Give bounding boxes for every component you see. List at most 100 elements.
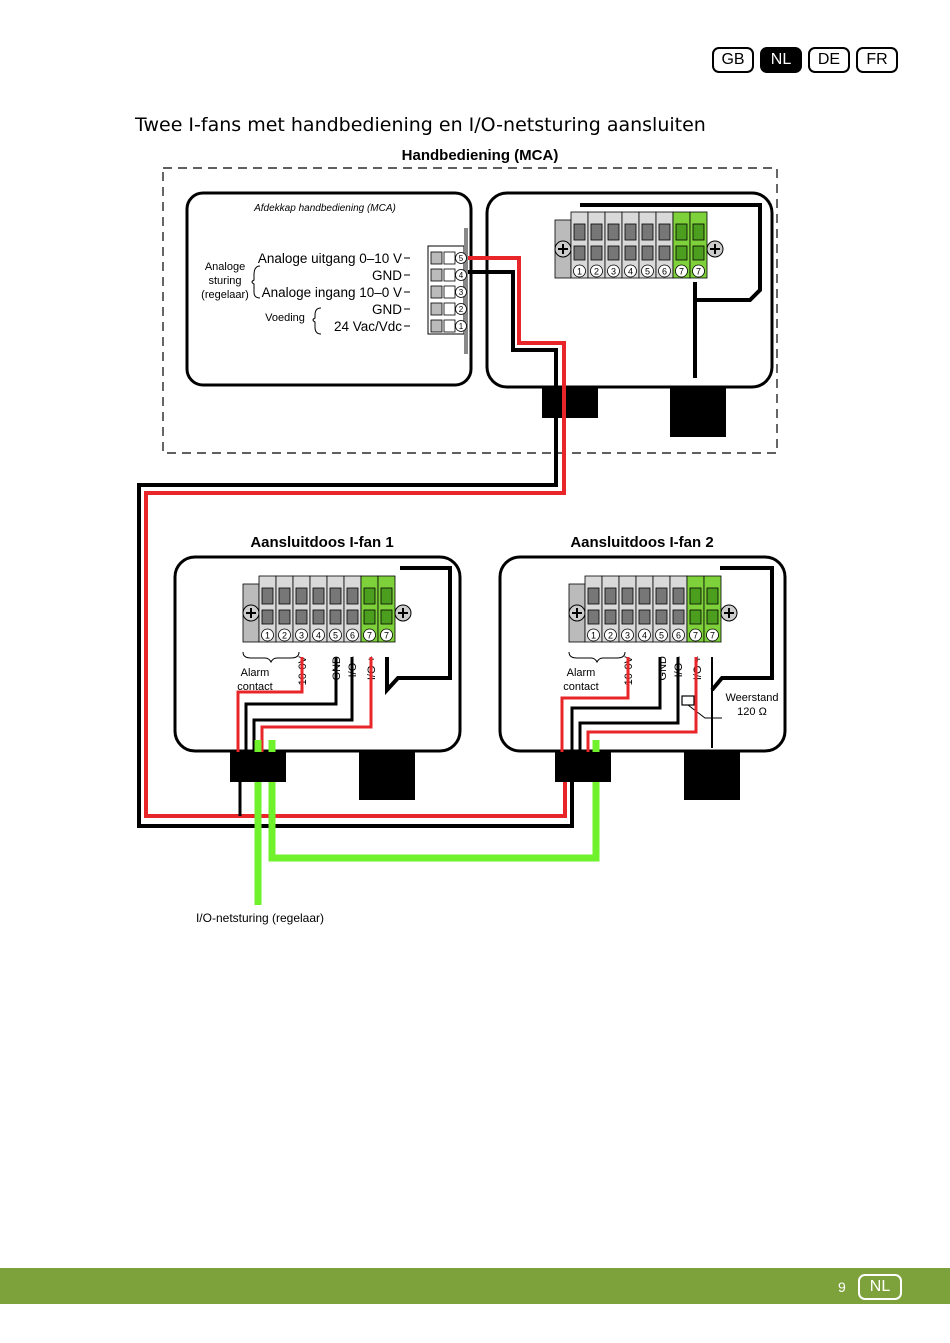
- mca-brace-analog: [251, 265, 261, 299]
- terminal-number-bg: [346, 628, 359, 642]
- footer-lang-tab[interactable]: NL: [858, 1274, 902, 1300]
- terminal-number: 7: [693, 631, 698, 641]
- terminal-screw: [658, 223, 671, 241]
- fan2-title: Aansluitdoos I-fan 2: [570, 534, 713, 551]
- terminal-number-bg: [689, 628, 702, 642]
- terminal-number-bg: [655, 628, 668, 642]
- lang-tab-fr[interactable]: FR: [856, 47, 898, 73]
- page-number: 9: [838, 1279, 846, 1295]
- fan1-alarm-brace: [242, 651, 300, 664]
- terminal-clamp: [624, 245, 637, 261]
- mca-terminal-number: 3: [459, 288, 464, 297]
- mca-cable-gland-left: [542, 388, 598, 418]
- resistor-icon: [681, 695, 695, 706]
- terminal-number-bg: [607, 264, 620, 278]
- terminal-clamp: [641, 245, 654, 261]
- terminal-number: 1: [265, 631, 270, 641]
- terminal-number: 4: [642, 631, 647, 641]
- mca-terminal-number-bg: [455, 320, 467, 332]
- terminal-number-bg: [312, 628, 325, 642]
- ground-screw-icon: [720, 604, 738, 622]
- terminal-number-bg: [380, 628, 393, 642]
- terminal-screw: [278, 587, 291, 605]
- mca-terminal-label: 24 Vac/Vdc: [334, 319, 402, 334]
- terminal-clamp: [329, 609, 342, 625]
- resistor-label-1: Weerstand: [726, 692, 779, 704]
- terminal-number-bg: [638, 628, 651, 642]
- fan1-alarm-label-2: contact: [237, 681, 272, 693]
- mca-terminal-number: 1: [459, 322, 464, 331]
- terminal-clamp: [658, 245, 671, 261]
- terminal-screw: [380, 587, 393, 605]
- terminal-number: 4: [628, 267, 633, 277]
- terminal-number: 3: [299, 631, 304, 641]
- resistor-label-2: 120 Ω: [737, 706, 767, 718]
- mca-title: Handbediening (MCA): [402, 147, 559, 164]
- mca-cable-gland-right: [670, 388, 726, 437]
- mca-terminal-slot: [430, 268, 443, 282]
- mca-dashed-border: [162, 167, 778, 454]
- terminal-screw: [655, 587, 668, 605]
- terminal-number-bg: [329, 628, 342, 642]
- mca-cover-label: Afdekkap handbediening (MCA): [253, 203, 396, 214]
- terminal-clamp: [312, 609, 325, 625]
- fan1-cable-gland-left: [230, 752, 286, 782]
- terminal-clamp: [655, 609, 668, 625]
- terminal-number: 2: [608, 631, 613, 641]
- lang-tab-gb[interactable]: GB: [712, 47, 754, 73]
- terminal-clamp: [604, 609, 617, 625]
- mca-terminal-screw: [443, 268, 456, 282]
- terminal-number: 1: [577, 267, 582, 277]
- terminal-screw: [638, 587, 651, 605]
- terminal-clamp: [380, 609, 393, 625]
- mca-brace-supply: [312, 307, 322, 335]
- mca-group-analog-1: Analoge: [205, 261, 245, 273]
- terminal-number-bg: [641, 264, 654, 278]
- fan1-cable-gland-right: [359, 752, 415, 800]
- terminal-screw: [621, 587, 634, 605]
- terminal-number: 2: [282, 631, 287, 641]
- terminal-clamp: [346, 609, 359, 625]
- mca-terminal-number-bg: [455, 286, 467, 298]
- lang-tab-de[interactable]: DE: [808, 47, 850, 73]
- terminal-number: 7: [710, 631, 715, 641]
- terminal-number: 5: [659, 631, 664, 641]
- terminal-screw: [604, 587, 617, 605]
- screw-icon: [554, 240, 572, 258]
- mca-terminal-screw: [443, 319, 456, 333]
- terminal-number-bg: [624, 264, 637, 278]
- terminal-screw: [675, 223, 688, 241]
- page-heading: Twee I-fans met handbediening en I/O-net…: [135, 114, 706, 136]
- mca-terminal-number-bg: [455, 269, 467, 281]
- wires: [137, 203, 774, 905]
- terminal-screw: [312, 587, 325, 605]
- terminal-number: 7: [696, 267, 701, 277]
- terminal-screw: [295, 587, 308, 605]
- terminal-number: 5: [333, 631, 338, 641]
- terminal-number-bg: [706, 628, 719, 642]
- terminal-number-bg: [573, 264, 586, 278]
- terminal-number: 7: [367, 631, 372, 641]
- terminal-clamp: [590, 245, 603, 261]
- terminal-number-bg: [590, 264, 603, 278]
- mca-terminal-number: 5: [459, 254, 464, 263]
- mca-terminal-number: 4: [459, 271, 464, 280]
- fan1-title: Aansluitdoos I-fan 1: [250, 534, 393, 551]
- mca-group-supply: Voeding: [265, 312, 305, 324]
- resistor-pointer: [687, 704, 722, 719]
- terminal-screw: [590, 223, 603, 241]
- mca-terminal-number-bg: [455, 252, 467, 264]
- terminal-screw: [587, 587, 600, 605]
- mca-terminal-label: Analoge ingang 10–0 V: [262, 285, 402, 300]
- terminal-number-bg: [675, 264, 688, 278]
- terminal-clamp: [295, 609, 308, 625]
- mca-terminal-screw: [443, 251, 456, 265]
- terminal-number: 3: [625, 631, 630, 641]
- language-tabs: GB NL DE FR: [712, 47, 898, 73]
- fan2-alarm-brace: [568, 651, 626, 664]
- terminal-clamp: [621, 609, 634, 625]
- lang-tab-nl[interactable]: NL: [760, 47, 802, 73]
